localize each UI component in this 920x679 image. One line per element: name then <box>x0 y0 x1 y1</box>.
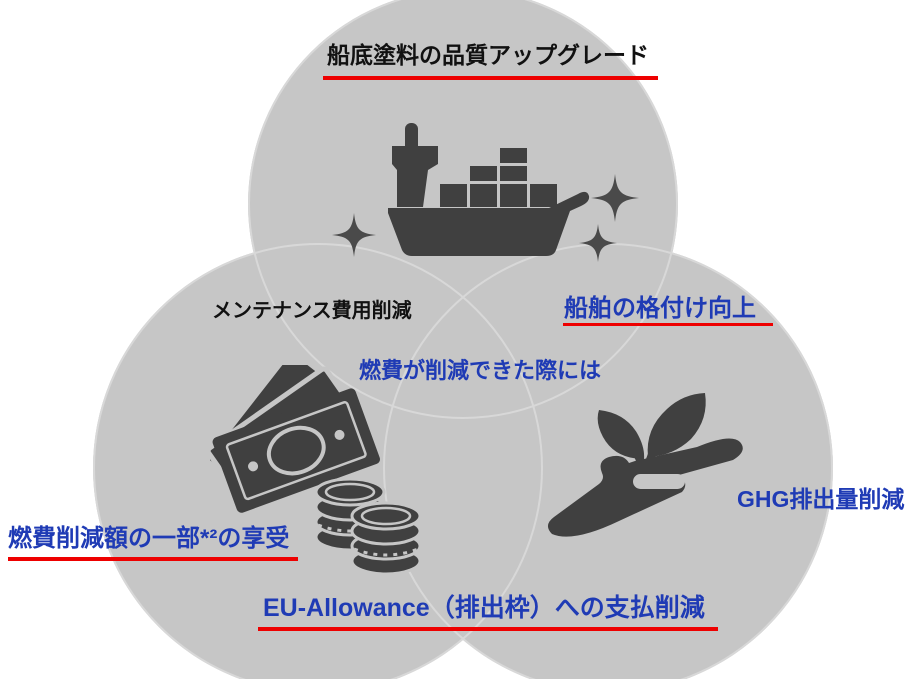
maintenance-cost-label: メンテナンス費用削減 <box>212 300 412 322</box>
cargo-ship-icon <box>332 123 639 262</box>
red-underline <box>563 323 773 326</box>
fuel-saving-share-label: 燃費削減額の一部*²の享受 <box>8 525 290 552</box>
ship-silhouette <box>388 123 590 256</box>
money-icon <box>210 365 420 575</box>
red-underline <box>258 627 718 631</box>
red-underline <box>8 557 298 561</box>
banknotes <box>210 365 380 513</box>
ship-rating-label: 船舶の格付け向上 <box>564 295 756 322</box>
plant-sprout <box>597 393 706 481</box>
red-underline <box>323 76 658 80</box>
hand-plant-icon <box>547 393 743 537</box>
fuel-saving-center-note: 燃費が削減できた際には <box>359 358 602 383</box>
coin-stacks <box>314 477 420 575</box>
eu-allowance-label: EU-Allowance（排出枠）への支払削減 <box>263 594 705 622</box>
ghg-reduction-label: GHG排出量削減 <box>737 486 905 512</box>
hand-silhouette <box>547 438 743 537</box>
top-circle-title: 船底塗料の品質アップグレード <box>327 42 649 68</box>
